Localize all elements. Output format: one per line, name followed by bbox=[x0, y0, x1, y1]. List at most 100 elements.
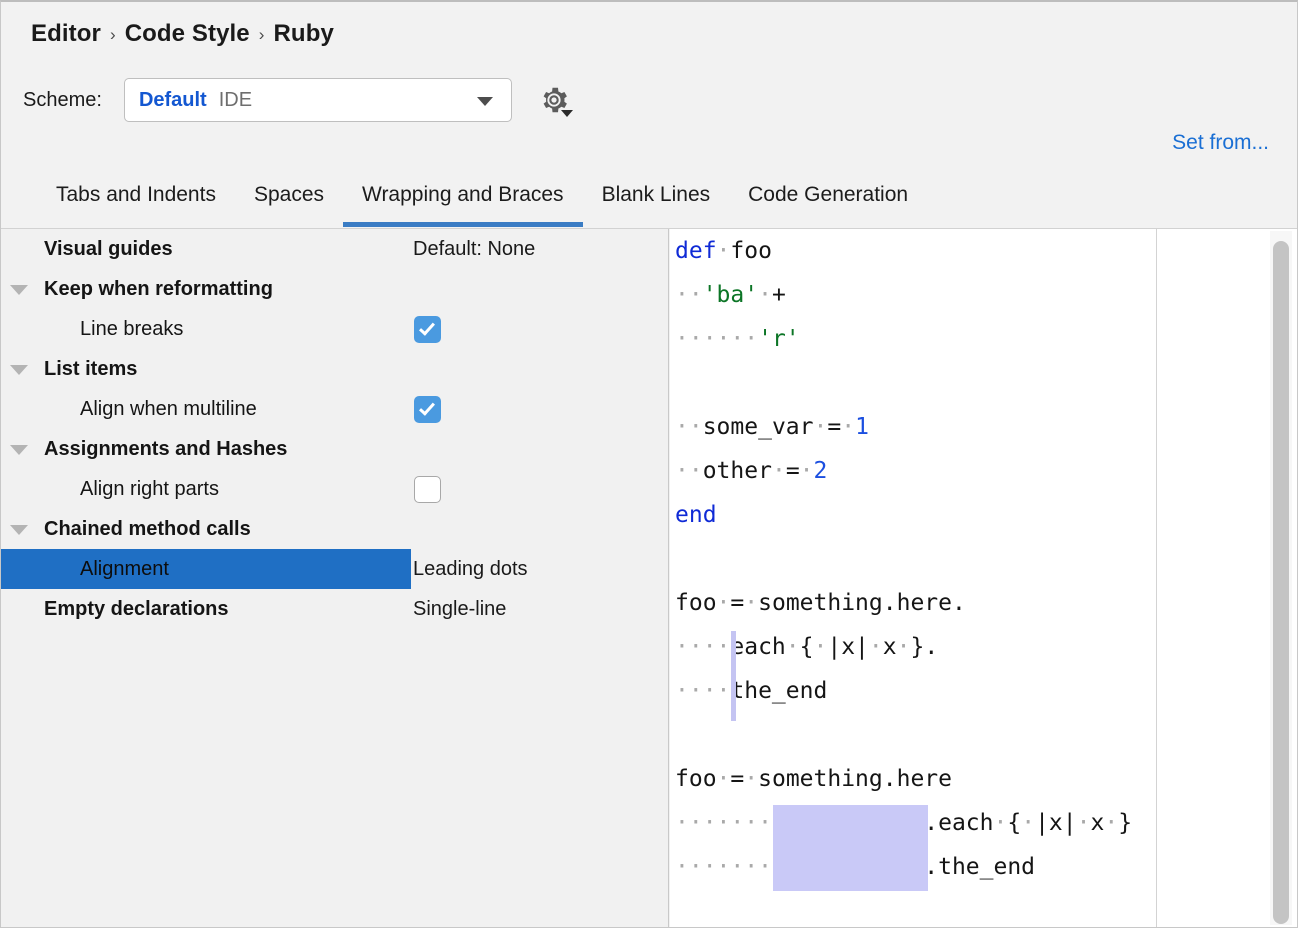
tab-tabs-and-indents[interactable]: Tabs and Indents bbox=[37, 182, 235, 224]
tab-label: Tabs and Indents bbox=[56, 183, 216, 206]
tree-row-label: Align right parts bbox=[80, 477, 219, 500]
code-token: { bbox=[799, 634, 814, 660]
whitespace-dots: · bbox=[993, 810, 1008, 836]
breadcrumb-separator-icon: › bbox=[258, 25, 265, 44]
code-token: .each bbox=[924, 810, 994, 836]
code-token: x bbox=[1090, 810, 1105, 836]
gear-icon[interactable] bbox=[536, 82, 573, 118]
tree-row-label: Chained method calls bbox=[44, 517, 251, 540]
whitespace-dots: · bbox=[716, 590, 731, 616]
tree-row-label: Visual guides bbox=[44, 237, 173, 260]
code-line: end bbox=[670, 493, 1156, 537]
code-token: each bbox=[730, 634, 786, 660]
code-token: some_var bbox=[702, 414, 814, 440]
code-line: def·foo bbox=[670, 229, 1156, 273]
code-preview-pane: def·foo··'ba'·+······'r' ··some_var·=·1·… bbox=[670, 229, 1297, 927]
chevron-down-icon[interactable] bbox=[10, 445, 28, 455]
chevron-down-icon bbox=[560, 110, 573, 117]
tab-spaces[interactable]: Spaces bbox=[235, 182, 343, 224]
code-token: = bbox=[730, 590, 745, 616]
tab-label: Spaces bbox=[253, 183, 324, 206]
code-token: }. bbox=[910, 634, 939, 660]
code-line bbox=[670, 713, 1156, 757]
whitespace-dots: · bbox=[1076, 810, 1091, 836]
tree-row-value[interactable]: Single-line bbox=[413, 597, 507, 620]
tab-code-generation[interactable]: Code Generation bbox=[729, 182, 927, 224]
tree-row-align-when-multiline[interactable]: Align when multiline bbox=[1, 389, 668, 429]
whitespace-dots: · bbox=[744, 590, 759, 616]
code-token: def bbox=[675, 238, 717, 264]
chevron-down-icon bbox=[476, 97, 493, 106]
scheme-select[interactable]: Default IDE bbox=[123, 78, 512, 122]
scheme-selected-type: IDE bbox=[218, 88, 253, 111]
code-token: foo bbox=[675, 766, 717, 792]
set-from-link[interactable]: Set from... bbox=[1172, 131, 1269, 154]
whitespace-dots: · bbox=[813, 634, 828, 660]
whitespace-dots: · bbox=[896, 634, 911, 660]
tree-row-assignments-and-hashes[interactable]: Assignments and Hashes bbox=[1, 429, 668, 469]
code-line: ··'ba'·+ bbox=[670, 273, 1156, 317]
breadcrumb: Editor › Code Style › Ruby bbox=[31, 20, 334, 48]
tree-row-value[interactable]: Default: None bbox=[413, 237, 536, 260]
tree-row-label: Keep when reformatting bbox=[44, 277, 273, 300]
tab-blank-lines[interactable]: Blank Lines bbox=[583, 182, 730, 224]
breadcrumb-item-editor[interactable]: Editor bbox=[31, 20, 101, 47]
settings-tabs: Tabs and Indents Spaces Wrapping and Brace… bbox=[1, 182, 1297, 228]
breadcrumb-item-code-style[interactable]: Code Style bbox=[124, 20, 250, 47]
chevron-down-icon[interactable] bbox=[10, 285, 28, 295]
tab-label: Blank Lines bbox=[601, 183, 711, 206]
code-token: + bbox=[771, 282, 786, 308]
whitespace-dots: ·· bbox=[675, 414, 703, 440]
checkbox-line-breaks[interactable] bbox=[414, 316, 441, 343]
code-token: .the_end bbox=[924, 854, 1036, 880]
tree-row-alignment[interactable]: Alignment Leading dots bbox=[1, 549, 668, 589]
breadcrumb-item-ruby: Ruby bbox=[273, 20, 334, 47]
code-preview-text[interactable]: def·foo··'ba'·+······'r' ··some_var·=·1·… bbox=[670, 229, 1156, 927]
tree-row-label: List items bbox=[44, 357, 138, 380]
tree-row-list-items[interactable]: List items bbox=[1, 349, 668, 389]
tree-row-line-breaks[interactable]: Line breaks bbox=[1, 309, 668, 349]
code-token: |x| bbox=[1035, 810, 1077, 836]
code-line: foo·=·something.here bbox=[670, 757, 1156, 801]
checkbox-align-right-parts[interactable] bbox=[414, 476, 441, 503]
selection-highlight bbox=[1, 549, 411, 589]
whitespace-dots: · bbox=[813, 414, 828, 440]
whitespace-dots: · bbox=[744, 766, 759, 792]
checkbox-align-when-multiline[interactable] bbox=[414, 396, 441, 423]
tree-row-value[interactable]: Leading dots bbox=[413, 557, 528, 580]
code-token: 2 bbox=[813, 458, 828, 484]
whitespace-dots: · bbox=[716, 238, 731, 264]
tree-row-align-right-parts[interactable]: Align right parts bbox=[1, 469, 668, 509]
code-token: = bbox=[730, 766, 745, 792]
whitespace-dots: · bbox=[1021, 810, 1036, 836]
whitespace-dots: · bbox=[1104, 810, 1119, 836]
alignment-highlight bbox=[773, 805, 928, 891]
breadcrumb-separator-icon: › bbox=[109, 25, 116, 44]
code-token: 'ba' bbox=[702, 282, 759, 308]
preview-vertical-scrollbar[interactable] bbox=[1270, 231, 1292, 925]
chevron-down-icon[interactable] bbox=[10, 365, 28, 375]
whitespace-dots: ···· bbox=[675, 678, 731, 704]
code-token: |x| bbox=[827, 634, 869, 660]
tree-row-label: Align when multiline bbox=[80, 397, 257, 420]
code-token: } bbox=[1118, 810, 1133, 836]
code-token: x bbox=[882, 634, 897, 660]
tab-wrapping-and-braces[interactable]: Wrapping and Braces bbox=[343, 182, 583, 227]
tree-row-chained-method-calls[interactable]: Chained method calls bbox=[1, 509, 668, 549]
chevron-down-icon[interactable] bbox=[10, 525, 28, 535]
code-token: the_end bbox=[730, 678, 828, 704]
scheme-selected-name: Default bbox=[138, 88, 207, 111]
indent-guide bbox=[731, 631, 737, 721]
tab-label: Wrapping and Braces bbox=[362, 183, 564, 206]
tree-row-label: Alignment bbox=[80, 557, 169, 580]
code-token: foo bbox=[675, 590, 717, 616]
code-token: 'r' bbox=[758, 326, 800, 352]
scrollbar-thumb[interactable] bbox=[1273, 241, 1289, 924]
whitespace-dots: · bbox=[758, 282, 772, 308]
scheme-row: Scheme: Default IDE bbox=[23, 78, 573, 122]
tree-row-visual-guides[interactable]: Visual guides Default: None bbox=[1, 229, 668, 269]
code-token: = bbox=[827, 414, 842, 440]
tree-row-keep-when-reformatting[interactable]: Keep when reformatting bbox=[1, 269, 668, 309]
